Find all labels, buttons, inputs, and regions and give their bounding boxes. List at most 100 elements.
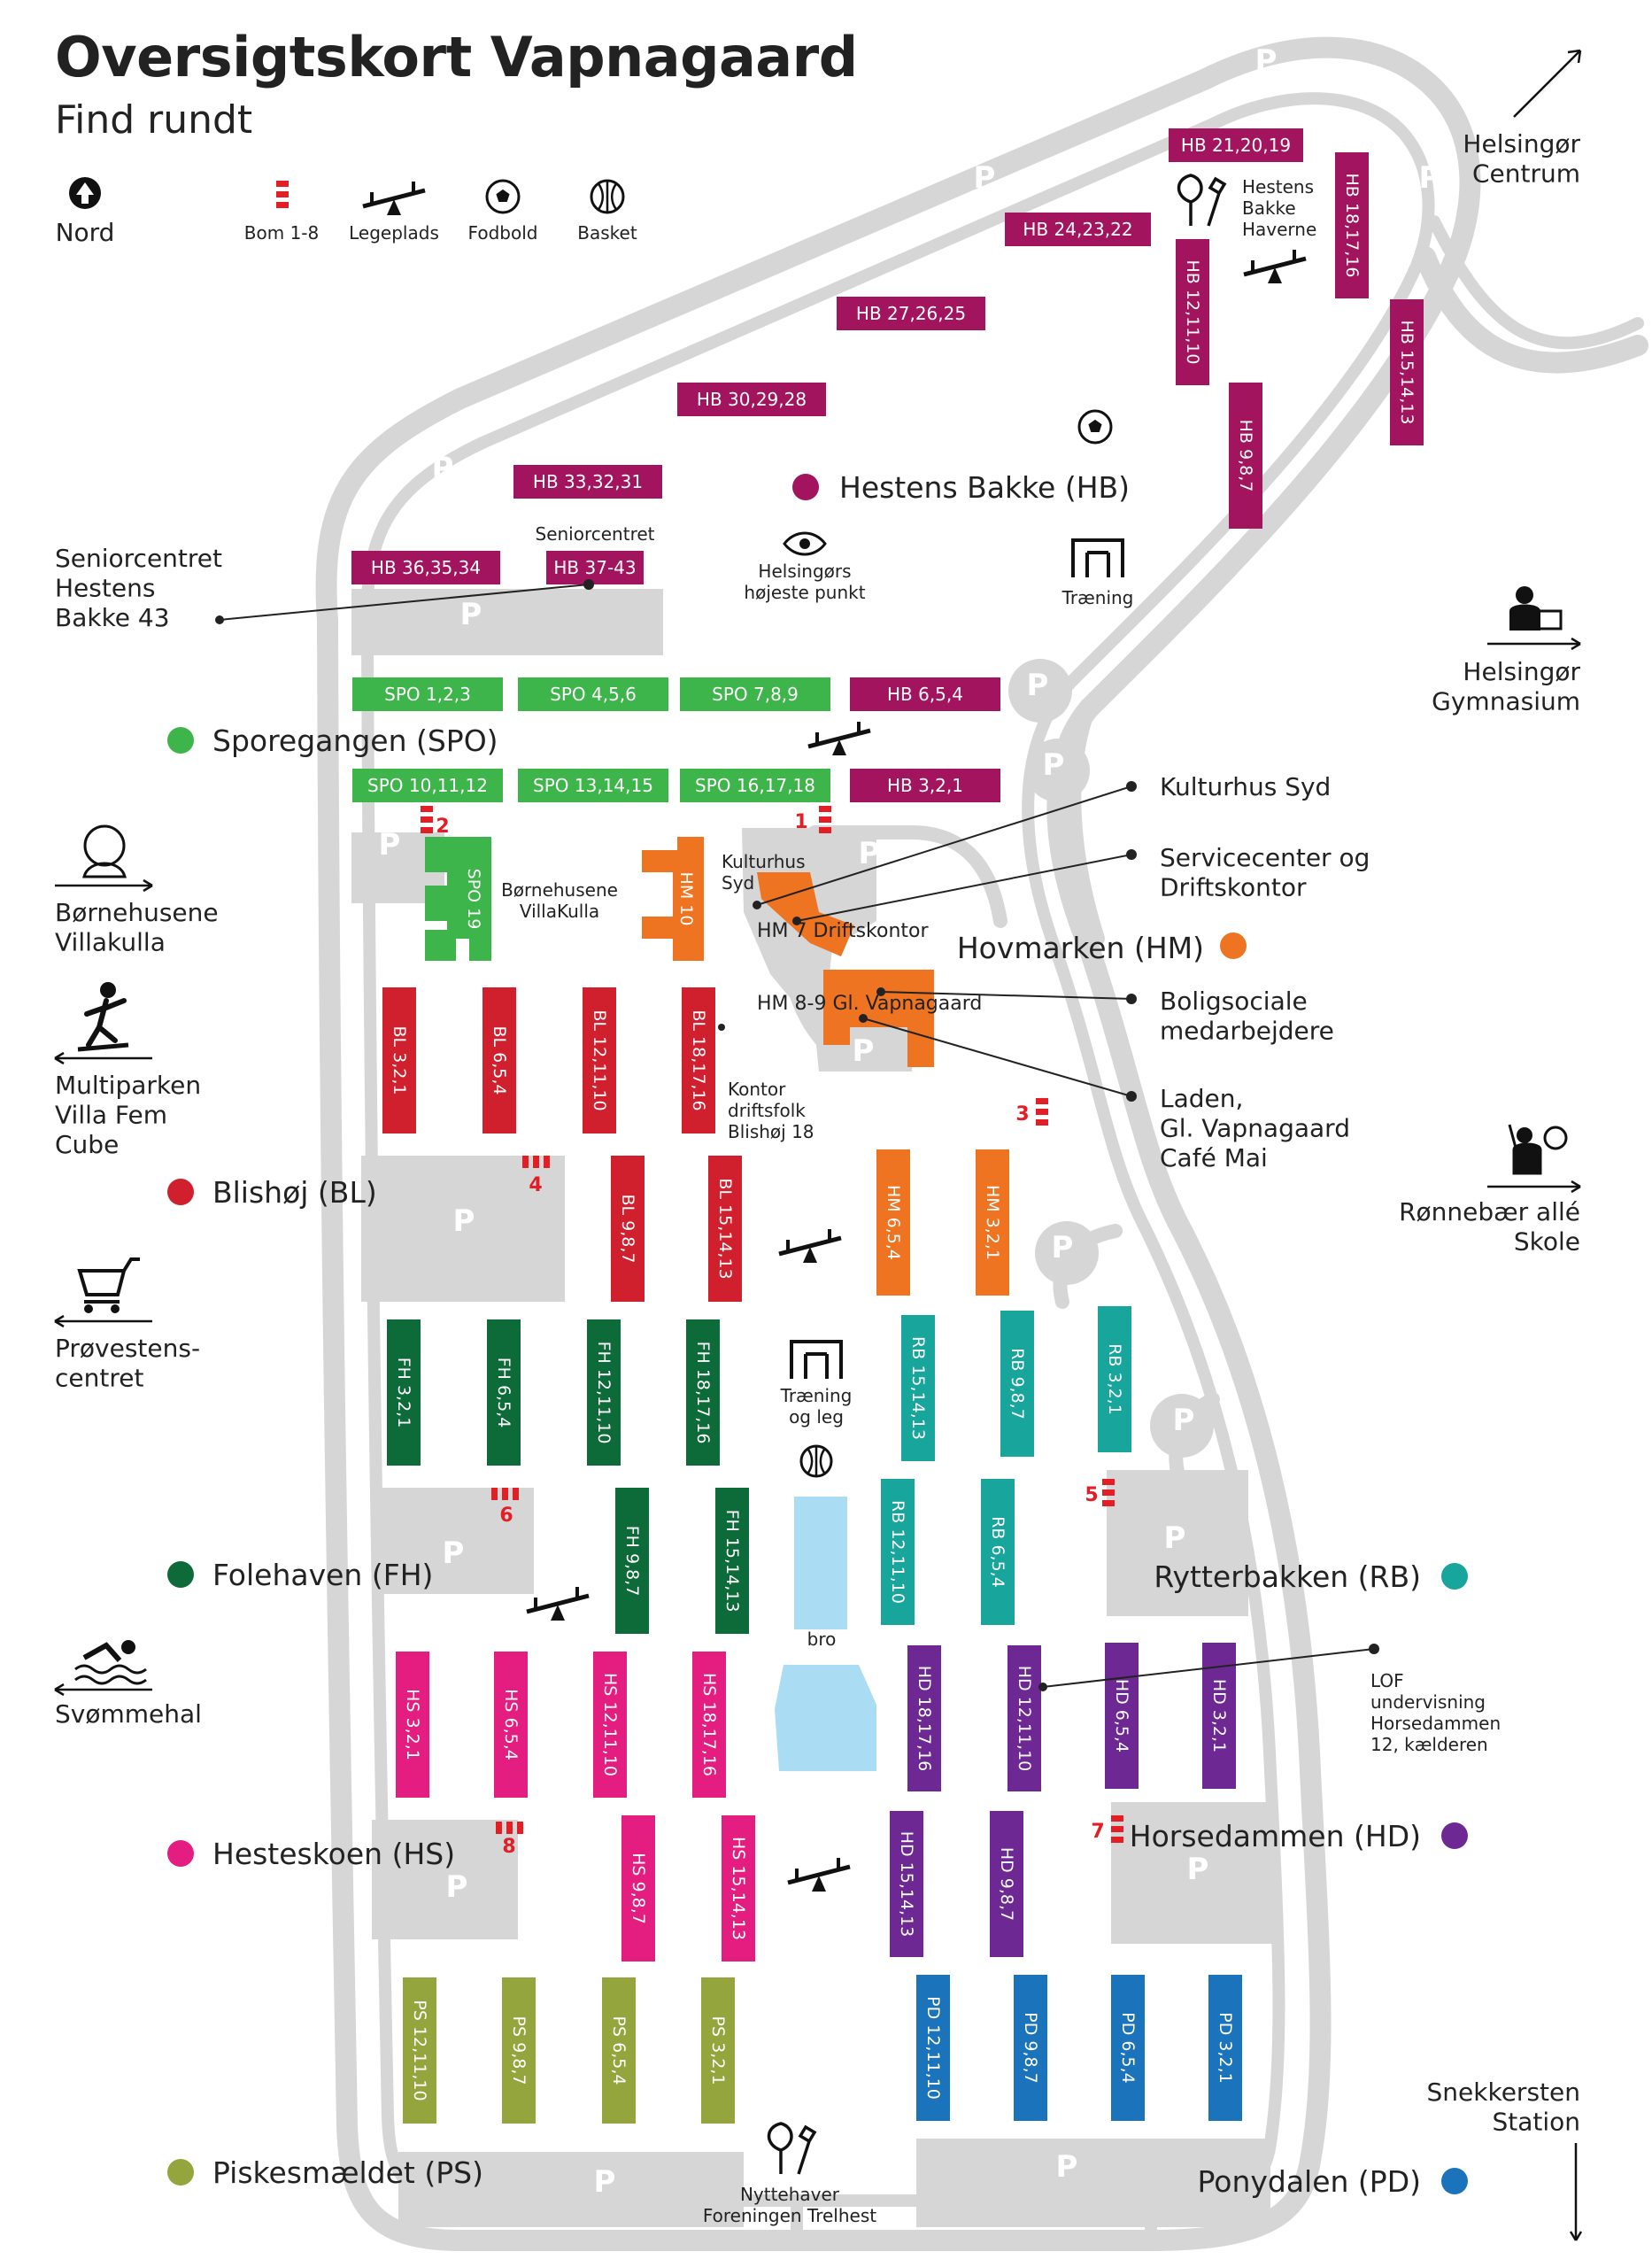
north-icon-arrow bbox=[76, 182, 94, 204]
barrier-gate-3-number: 3 bbox=[1015, 1103, 1029, 1126]
label-bornehusene-villakulla-line-1: Børnehusene bbox=[501, 879, 618, 901]
playground-icon-legend bbox=[362, 182, 426, 215]
dest-multiparken-line-2: Villa Fem bbox=[55, 1101, 167, 1130]
block-hm1-label: HM 10 bbox=[676, 872, 696, 926]
block-fh3: FH 12,11,10 bbox=[587, 1319, 621, 1466]
child-icon-body bbox=[82, 862, 127, 878]
block-bl2-shape bbox=[482, 987, 516, 1134]
block-spo3-label: SPO 7,8,9 bbox=[712, 684, 799, 705]
barrier-gate-1-number: 1 bbox=[794, 811, 807, 833]
block-ps3-label: PS 6,5,4 bbox=[609, 2016, 629, 2085]
parking-label-6: P bbox=[1326, 504, 1348, 539]
area-hb-dot bbox=[792, 474, 819, 500]
block-hd6-shape bbox=[990, 1811, 1023, 1957]
block-hb12-shape bbox=[850, 677, 1000, 711]
dest-helsingor-gymnasium-line-2: Gymnasium bbox=[1432, 687, 1580, 716]
area-pd-name: Ponydalen (PD) bbox=[1198, 2164, 1421, 2199]
block-hb2-label: HB 24,23,22 bbox=[1023, 219, 1132, 240]
barrier-gate-7-stripe-3 bbox=[1111, 1837, 1123, 1843]
block-spo1-label: SPO 1,2,3 bbox=[384, 684, 471, 705]
leader-seniorcentret-line bbox=[219, 584, 590, 621]
block-hd1: HD 18,17,16 bbox=[907, 1645, 941, 1791]
block-rb1-label: RB 15,14,13 bbox=[908, 1336, 928, 1440]
block-hd3-label: HD 6,5,4 bbox=[1112, 1679, 1131, 1752]
block-bl2: BL 6,5,4 bbox=[482, 987, 516, 1134]
area-rb: Rytterbakken (RB) bbox=[1154, 1559, 1468, 1594]
barrier-gate-4: 4 bbox=[522, 1156, 550, 1196]
barrier-gate-5-stripe-2 bbox=[1102, 1489, 1115, 1496]
block-fh6-shape bbox=[715, 1488, 749, 1634]
label-kontor-driftsfolk-line-1: Kontor bbox=[728, 1079, 786, 1100]
block-pd2-label: PD 9,8,7 bbox=[1021, 2012, 1040, 2083]
block-hb4-shape bbox=[677, 383, 826, 416]
skateboard-icon-board bbox=[77, 1042, 129, 1052]
block-ps4-shape bbox=[701, 1977, 735, 2124]
block-hd3-shape bbox=[1105, 1643, 1139, 1789]
dest-bornehusene-line-1: Børnehusene bbox=[55, 898, 219, 927]
skateboard-icon-body bbox=[84, 998, 127, 1048]
leader-kulturhus-line bbox=[756, 785, 1132, 906]
label-seniorcentret-hb43-line-1: Seniorcentret bbox=[55, 544, 222, 573]
block-fh1-label: FH 3,2,1 bbox=[394, 1358, 413, 1428]
block-rb1-shape bbox=[901, 1315, 935, 1461]
block-bl6-shape bbox=[708, 1156, 742, 1302]
block-bl1-shape bbox=[382, 987, 416, 1134]
block-hd5-label: HD 15,14,13 bbox=[897, 1831, 916, 1938]
block-hm2-shape bbox=[876, 1149, 910, 1296]
block-spo5: SPO 13,14,15 bbox=[518, 769, 668, 802]
block-spo6: SPO 16,17,18 bbox=[680, 769, 830, 802]
block-hs6: HS 15,14,13 bbox=[722, 1815, 755, 1961]
block-hb4-label: HB 30,29,28 bbox=[697, 389, 807, 410]
eye-icon-outline bbox=[783, 531, 827, 556]
block-ps2: PS 9,8,7 bbox=[502, 1977, 536, 2124]
block-hb9-shape bbox=[1335, 152, 1369, 298]
dest-helsingor-gymnasium-line-1: Helsingør bbox=[1463, 657, 1580, 686]
parking-label-20: P bbox=[1027, 668, 1049, 703]
block-spo4-label: SPO 10,11,12 bbox=[367, 775, 488, 796]
legend-legeplads-line-1: Legeplads bbox=[349, 222, 439, 244]
barrier-gate-8-stripe-1 bbox=[496, 1822, 502, 1834]
block-hb8-shape bbox=[1176, 239, 1209, 385]
leader-boligsociale-end-dot bbox=[1126, 994, 1137, 1004]
area-bl-name: Blishøj (BL) bbox=[212, 1175, 377, 1210]
child-icon-arrowhead bbox=[143, 878, 153, 893]
leader-seniorcentret bbox=[215, 579, 594, 624]
computer-person-icon-head bbox=[1516, 586, 1533, 604]
parking-label-3: P bbox=[667, 320, 689, 355]
block-hb9-label: HB 18,17,16 bbox=[1342, 174, 1362, 278]
leader-laden-start-dot bbox=[859, 1014, 868, 1023]
block-ps1: PS 12,11,10 bbox=[403, 1977, 436, 2124]
block-hd4-label: HD 3,2,1 bbox=[1209, 1679, 1229, 1752]
block-hb5-shape bbox=[513, 465, 662, 499]
block-hs5: HS 9,8,7 bbox=[621, 1815, 655, 1961]
label-traening: Træning bbox=[1061, 587, 1134, 608]
leader-laden bbox=[859, 1014, 1137, 1102]
barrier-gate-8-stripe-3 bbox=[517, 1822, 523, 1834]
leader-lof-line bbox=[1042, 1648, 1375, 1688]
dest-provestens: Prøvestens-centret bbox=[55, 1334, 200, 1393]
block-hd1-shape bbox=[907, 1645, 941, 1791]
block-hd2-label: HD 12,11,10 bbox=[1015, 1666, 1034, 1772]
playground-icon-4-pivot bbox=[551, 1605, 565, 1621]
dest-helsingor-centrum-line-1: Helsingør bbox=[1463, 129, 1580, 159]
swimming-icon-body bbox=[82, 1642, 122, 1662]
swimming-icon-arrowhead bbox=[54, 1683, 65, 1697]
block-spo7-shape bbox=[425, 837, 491, 961]
block-bl3-label: BL 12,11,10 bbox=[590, 1010, 609, 1110]
basketball-icon-legend bbox=[590, 179, 625, 214]
swimming-icon-head bbox=[121, 1640, 135, 1654]
block-ps3-shape bbox=[602, 1977, 636, 2124]
label-lof-line-3: Horsedammen bbox=[1370, 1713, 1501, 1734]
legend-nord-line-1: Nord bbox=[56, 218, 115, 247]
block-hb7-label: HB 37-43 bbox=[553, 557, 636, 578]
block-hb6-label: HB 36,35,34 bbox=[371, 557, 481, 578]
label-servicecenter-line-1: Servicecenter og bbox=[1160, 843, 1370, 872]
block-spo6-label: SPO 16,17,18 bbox=[695, 775, 815, 796]
block-spo1: SPO 1,2,3 bbox=[352, 677, 503, 711]
block-hs1: HS 3,2,1 bbox=[396, 1652, 429, 1798]
leader-servicecenter-start-dot bbox=[792, 917, 801, 925]
